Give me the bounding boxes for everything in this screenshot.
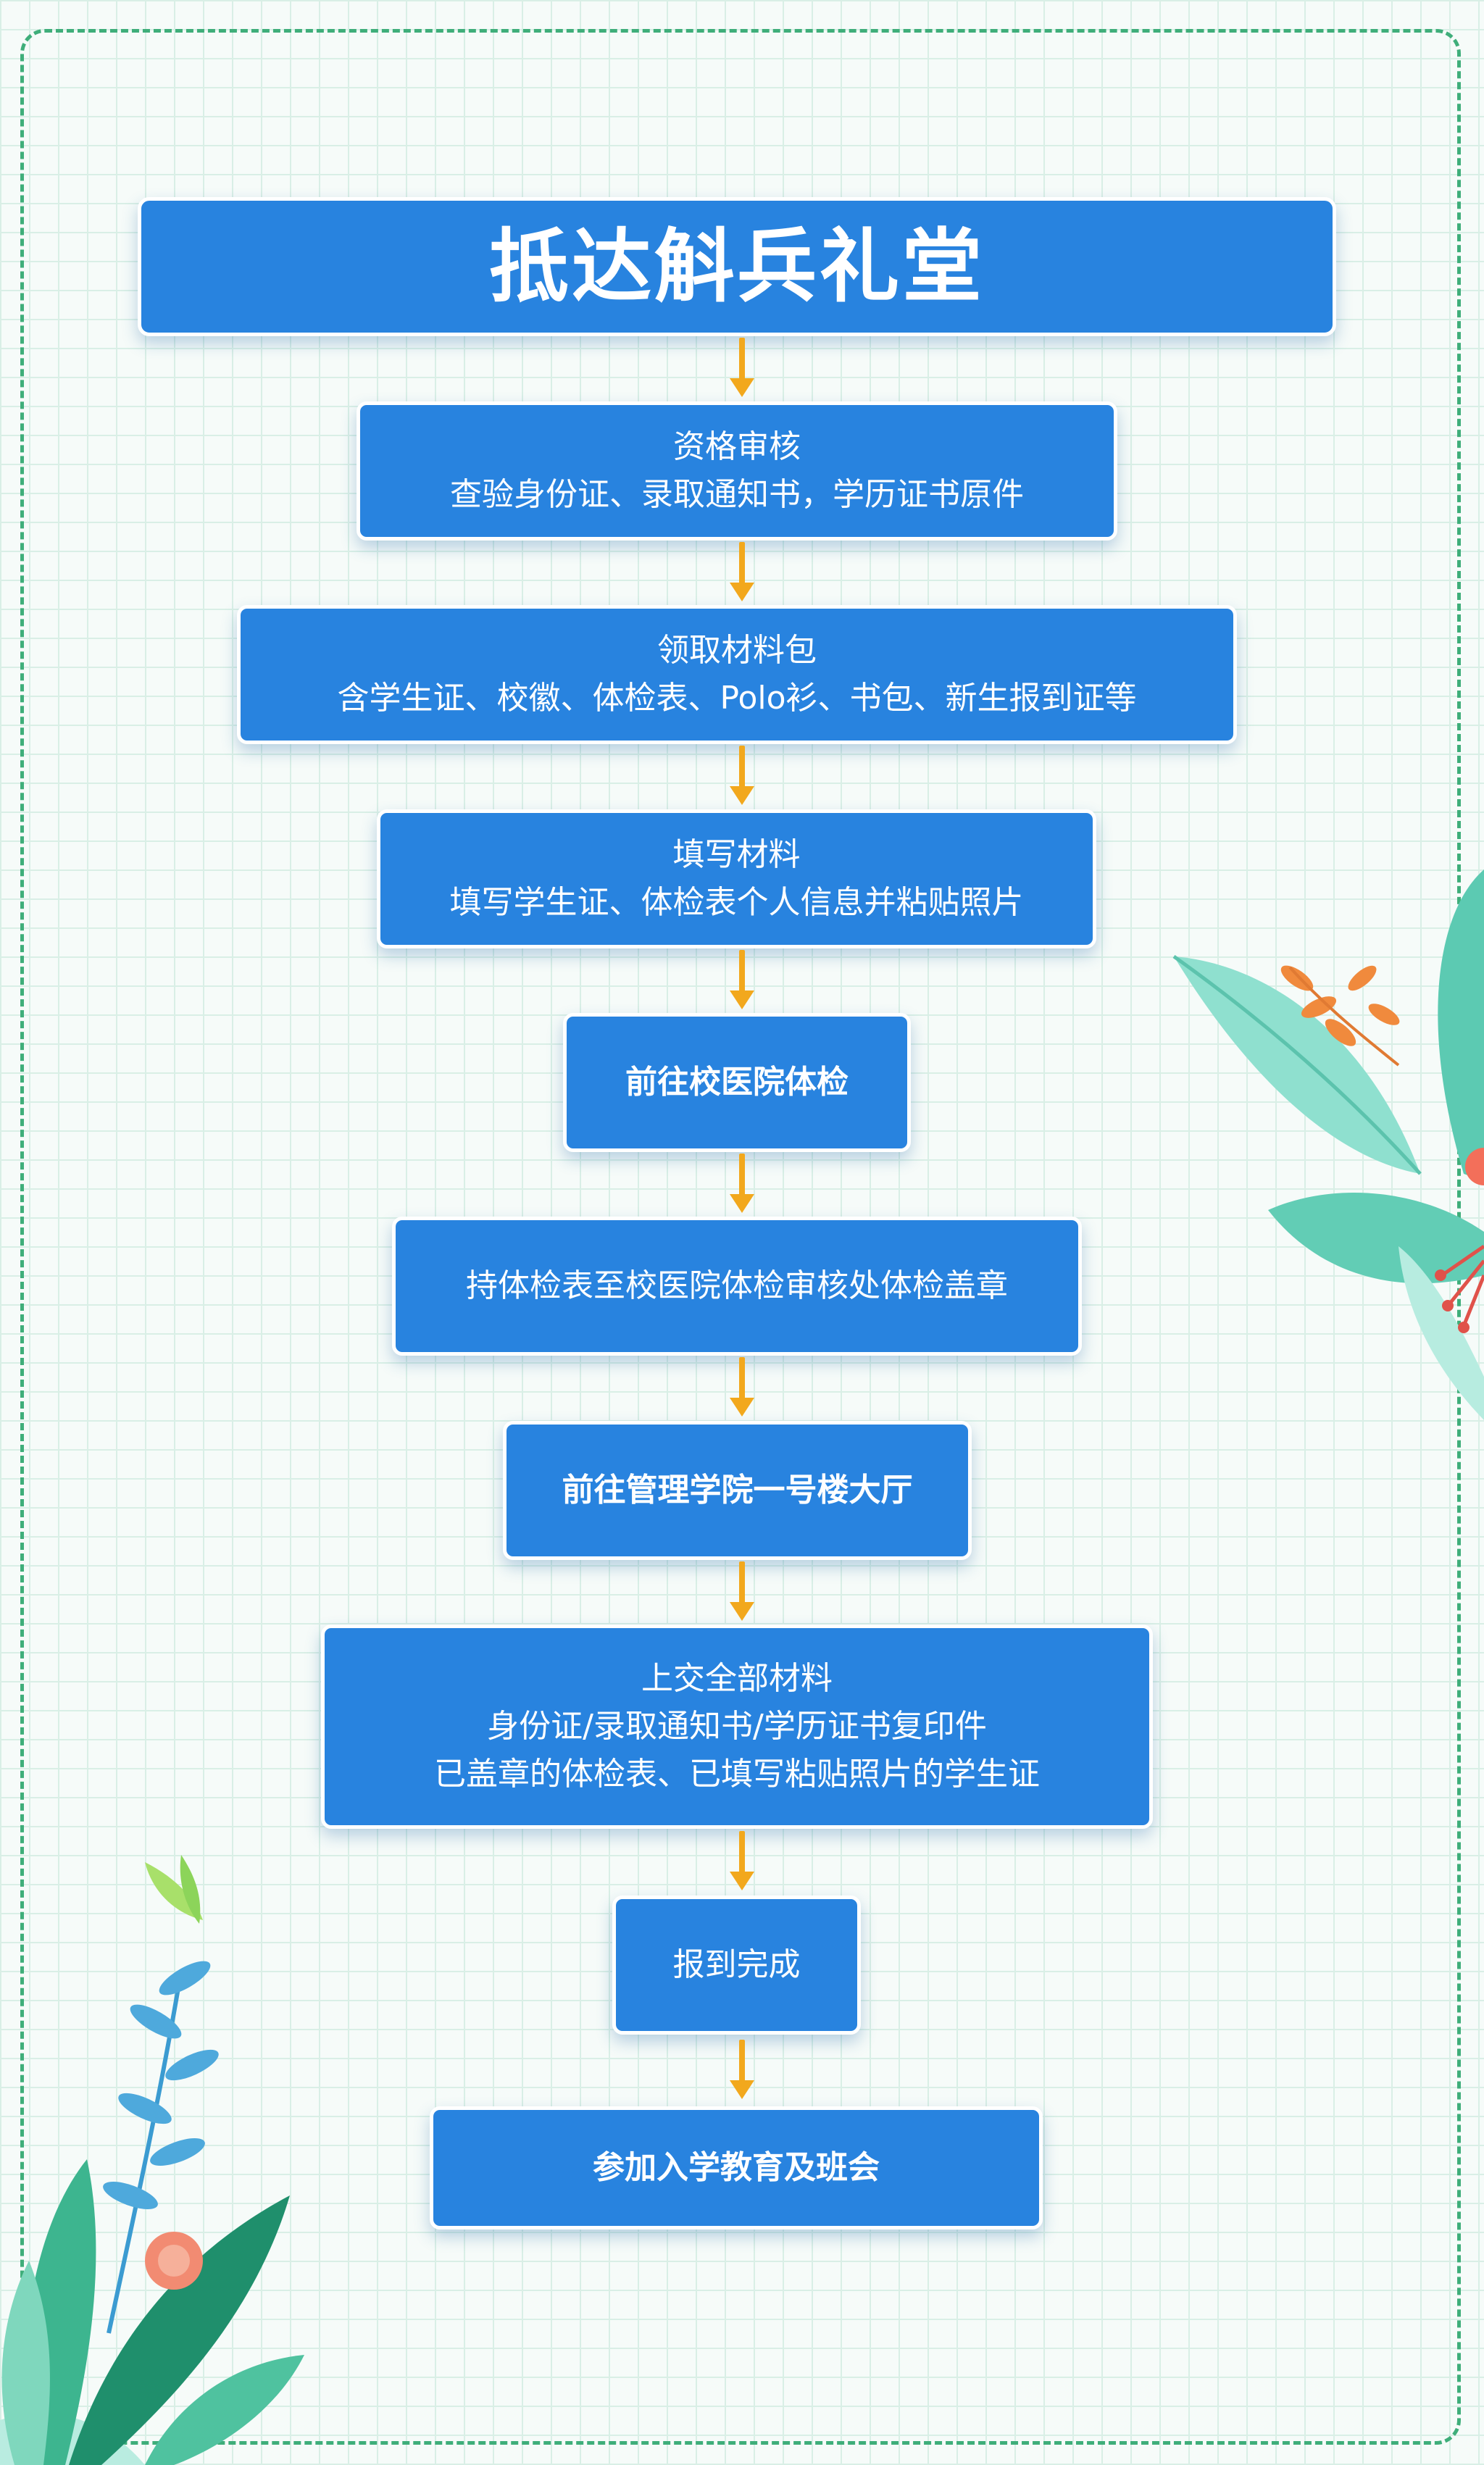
- flow-step-fill-materials: 填写材料 填写学生证、体检表个人信息并粘贴照片: [377, 809, 1096, 948]
- flow-step-orientation: 参加入学教育及班会: [430, 2106, 1043, 2230]
- flow-step-submit-materials: 上交全部材料 身份证/录取通知书/学历证书复印件 已盖章的体检表、已填写粘贴照片…: [321, 1624, 1153, 1829]
- flow-step-collect-package: 领取材料包 含学生证、校徽、体检表、Polo衫、书包、新生报到证等: [237, 605, 1237, 744]
- down-arrow-icon: [730, 1357, 754, 1419]
- step-detail: 填写学生证、体检表个人信息并粘贴照片: [449, 884, 1024, 921]
- step-heading: 填写材料: [672, 836, 801, 873]
- step-detail: 身份证/录取通知书/学历证书复印件: [487, 1708, 987, 1745]
- step-heading: 前往校医院体检: [625, 1064, 849, 1101]
- plant-cluster-bottom-left-icon: [0, 1855, 304, 2465]
- down-arrow-icon: [730, 1154, 754, 1216]
- step-detail: 查验身份证、录取通知书，学历证书原件: [450, 476, 1024, 513]
- flow-step-go-to-hall: 前往管理学院一号楼大厅: [503, 1421, 972, 1560]
- down-arrow-icon: [730, 1561, 754, 1624]
- down-arrow-icon: [730, 2040, 754, 2102]
- flow-step-qualification: 资格审核 查验身份证、录取通知书，学历证书原件: [357, 401, 1117, 541]
- down-arrow-icon: [730, 1831, 754, 1893]
- step-detail: 已盖章的体检表、已填写粘贴照片的学生证: [434, 1756, 1040, 1793]
- step-heading: 上交全部材料: [641, 1660, 833, 1697]
- flow-step-hospital-checkup: 前往校医院体检: [563, 1013, 911, 1152]
- flow-step-stamp-form: 持体检表至校医院体检审核处体检盖章: [392, 1217, 1082, 1356]
- flow-step-complete: 报到完成: [612, 1895, 861, 2035]
- down-arrow-icon: [730, 338, 754, 400]
- down-arrow-icon: [730, 542, 754, 604]
- step-heading: 领取材料包: [657, 632, 817, 669]
- step-heading: 资格审核: [673, 428, 801, 465]
- down-arrow-icon: [730, 746, 754, 808]
- step-heading: 持体检表至校医院体检审核处体检盖章: [466, 1267, 1008, 1304]
- step-detail: 含学生证、校徽、体检表、Polo衫、书包、新生报到证等: [337, 680, 1137, 717]
- flow-title: 抵达斛兵礼堂: [138, 197, 1336, 336]
- down-arrow-icon: [730, 950, 754, 1012]
- step-heading: 参加入学教育及班会: [593, 2149, 880, 2186]
- title-text: 抵达斛兵礼堂: [489, 220, 985, 313]
- leaf-cluster-right-icon: [1172, 869, 1484, 1420]
- step-heading: 前往管理学院一号楼大厅: [562, 1472, 913, 1509]
- step-heading: 报到完成: [672, 1946, 801, 1983]
